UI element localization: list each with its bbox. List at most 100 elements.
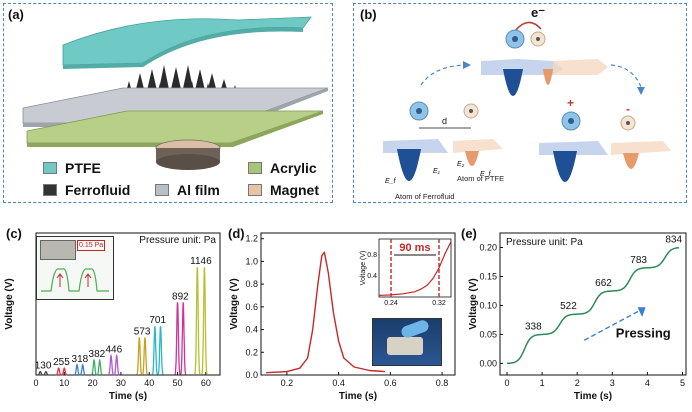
peak-label-382: 382 — [89, 349, 106, 360]
plot-frame — [260, 232, 456, 376]
peak-label-573: 573 — [134, 327, 151, 338]
peak-label-130: 130 — [35, 361, 52, 372]
up-arrow-icon — [56, 273, 64, 287]
al-film-swatch — [155, 184, 169, 196]
series-peak-446 — [113, 353, 120, 376]
ef-label: E_f — [385, 178, 397, 185]
series-peak-701 — [151, 326, 158, 375]
y-tick-label: 0.10 — [479, 300, 497, 310]
peak-label-892: 892 — [172, 291, 189, 302]
pressing-label: Pressing — [616, 325, 671, 340]
ferrofluid-swatch — [43, 184, 57, 196]
legend-ptfe-label: PTFE — [65, 160, 101, 176]
x-tick-label: 60 — [201, 378, 211, 388]
y-tick-label: 0.20 — [479, 242, 497, 252]
series-peak-701 — [157, 326, 164, 375]
x-tick-label: 0 — [33, 378, 38, 388]
x-tick-label: 0 — [505, 378, 510, 388]
legend-ferrofluid: Ferrofluid — [43, 182, 130, 198]
plot-frame — [499, 232, 687, 376]
series-peak-130 — [43, 370, 49, 376]
step-label-662: 662 — [595, 278, 612, 289]
peak-label-1146: 1146 — [190, 256, 212, 267]
pressure-unit-annotation-e: Pressure unit: Pa — [506, 237, 583, 248]
magnet-swatch — [248, 184, 262, 196]
x-tick-label: 0.4 — [332, 378, 345, 388]
acrylic-swatch — [248, 162, 262, 174]
legend-al-film-label: Al film — [177, 182, 220, 198]
inset-c-photo — [40, 240, 76, 260]
x-tick-label: 0.6 — [384, 378, 397, 388]
panel-b-frame — [353, 3, 687, 203]
x-axis-label: Time (s) — [339, 391, 377, 402]
panel-a-letter: (a) — [8, 7, 24, 22]
inset-y-tick-label: 0.8 — [367, 252, 377, 259]
legend-magnet-label: Magnet — [270, 182, 319, 198]
electron-arc — [514, 21, 542, 32]
arrow-right — [610, 64, 642, 88]
stair-voltage-line — [507, 246, 680, 365]
x-tick-label: 20 — [88, 378, 98, 388]
y-axis-label: Voltage (V) — [4, 278, 15, 329]
y-axis-label: Voltage (V) — [468, 278, 479, 329]
legend-al-film: Al film — [155, 182, 220, 198]
series-peak-892 — [180, 302, 187, 375]
peak-label-701: 701 — [149, 315, 166, 326]
inset-x-tick-label: 0.32 — [432, 300, 446, 307]
y-tick-label: 0.4 — [245, 325, 258, 335]
charge-transfer-schematic-b: e⁻ d E₁ E₂ E_f E_f Atom of Ferrofluid At… — [383, 5, 671, 201]
y-tick-label: 0.6 — [245, 302, 258, 312]
legend-ptfe: PTFE — [43, 160, 101, 176]
legend-acrylic-label: Acrylic — [270, 160, 317, 176]
series-peak-892 — [174, 302, 181, 375]
series-peak-382 — [96, 358, 103, 376]
x-tick-label: 0.2 — [281, 378, 294, 388]
pressure-unit-annotation: Pressure unit: Pa — [139, 235, 216, 246]
x-axis-label: Time (s) — [574, 391, 612, 402]
y-tick-label: 0.0 — [245, 370, 258, 380]
legend-acrylic: Acrylic — [248, 160, 317, 176]
up-arrow-icon-2 — [84, 273, 92, 287]
series-peak-1146 — [201, 267, 208, 375]
peak-label-255: 255 — [53, 357, 70, 368]
inset-d-photo — [372, 318, 442, 366]
e2-label: E₂ — [457, 161, 465, 168]
ef2-label: E_f — [480, 171, 492, 178]
series-peak-1146 — [194, 267, 201, 375]
x-tick-label: 3 — [610, 378, 615, 388]
x-tick-label: 1 — [540, 378, 545, 388]
y-tick-label: 1.2 — [245, 234, 258, 244]
series-peak-130 — [37, 370, 44, 376]
series-peak-318 — [79, 363, 86, 376]
step-label-834: 834 — [665, 234, 682, 245]
y-tick-label: 0.15 — [479, 271, 497, 281]
series-peak-255 — [61, 367, 68, 376]
x-tick-label: 4 — [645, 378, 650, 388]
inset-c-curve — [41, 268, 109, 292]
x-tick-label: 2 — [575, 378, 580, 388]
x-axis-label: Time (s) — [109, 391, 147, 402]
panel-c-letter: (c) — [6, 226, 22, 241]
series-peak-573 — [141, 337, 149, 376]
panel-b-letter: (b) — [360, 7, 377, 22]
panel-d-letter: (d) — [228, 226, 245, 241]
electron-label: e⁻ — [531, 5, 545, 20]
device-illustration-a — [22, 16, 329, 170]
legend-ferrofluid-label: Ferrofluid — [65, 182, 131, 198]
y-tick-label: 1.0 — [245, 256, 258, 266]
ferrofluid-atom-label: Atom of Ferrofluid — [395, 192, 455, 201]
series-peak-446 — [108, 353, 115, 376]
x-tick-label: 30 — [116, 378, 126, 388]
y-tick-label: 0.2 — [245, 347, 258, 357]
ptfe-sheet — [62, 16, 312, 66]
x-tick-label: 5 — [680, 378, 685, 388]
minus-label: - — [626, 102, 630, 116]
plot-frame — [35, 232, 221, 376]
inset-y-axis-label: Voltage (V) — [360, 251, 367, 286]
step-label-522: 522 — [560, 301, 577, 312]
step-label-783: 783 — [630, 255, 647, 266]
series-peak-382 — [91, 358, 97, 376]
y-tick-label: 0.05 — [479, 329, 497, 339]
